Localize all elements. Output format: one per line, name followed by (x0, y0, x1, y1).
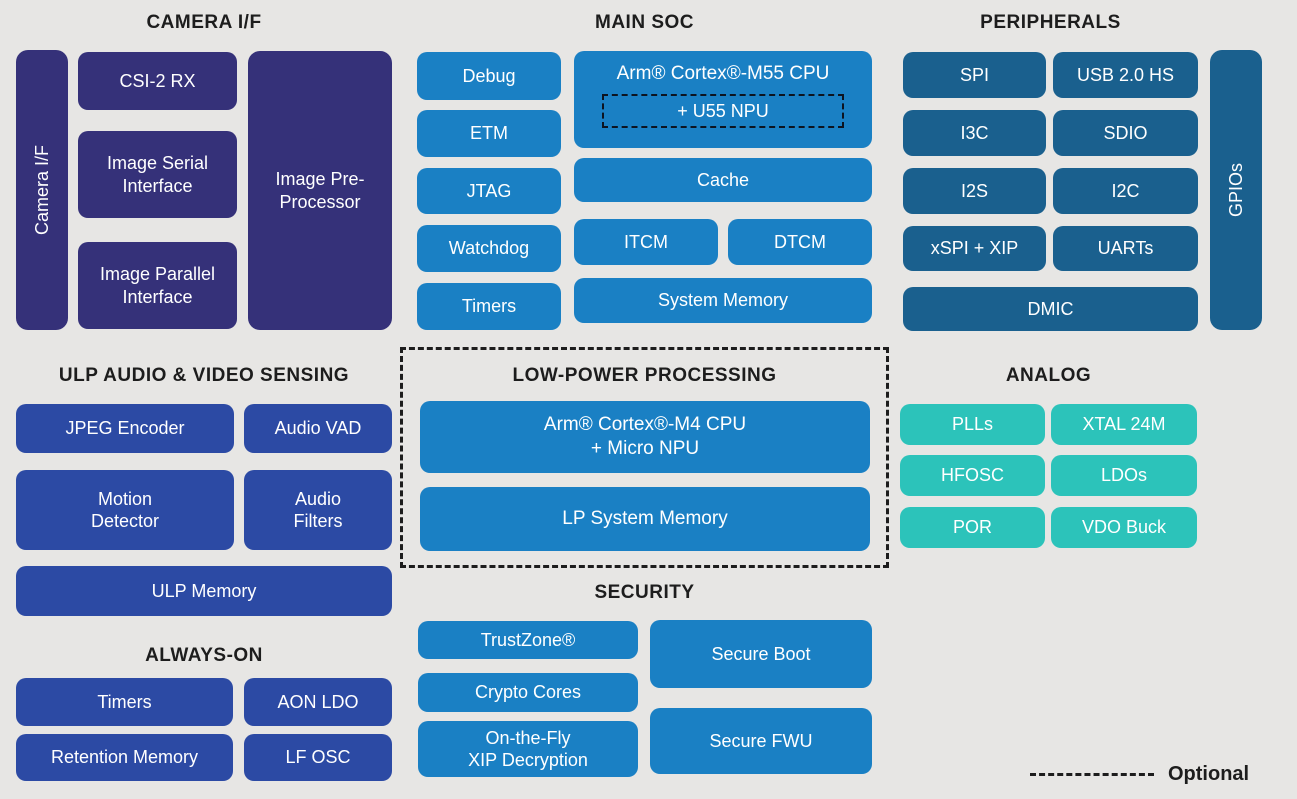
u55-npu-label: + U55 NPU (677, 100, 769, 121)
gpios-side-label: GPIOs (1225, 162, 1246, 217)
block-aon-ldo: AON LDO (244, 678, 392, 726)
block-itcm: ITCM (574, 219, 718, 265)
block-i3c: I3C (903, 110, 1046, 156)
gpios-side-bar: GPIOs (1210, 50, 1262, 330)
audio-filters-line2: Filters (293, 511, 343, 531)
block-xspi-xip: xSPI + XIP (903, 226, 1046, 271)
security-section-title: SECURITY (594, 582, 695, 603)
block-plls: PLLs (900, 404, 1045, 445)
block-cortex-m4-cpu: Arm® Cortex®-M4 CPU + Micro NPU (420, 401, 870, 473)
block-image-pre-processor: Image Pre-Processor (248, 51, 392, 330)
otf-xip-line2: XIP Decryption (468, 750, 588, 770)
block-cache: Cache (574, 158, 872, 202)
otf-xip-line1: On-the-Fly (485, 727, 571, 748)
optional-dash-line-icon (1030, 773, 1154, 776)
camera-if-side-bar: Camera I/F (16, 50, 68, 330)
block-lp-system-memory: LP System Memory (420, 487, 870, 551)
block-jtag: JTAG (417, 168, 561, 214)
block-timers-soc: Timers (417, 283, 561, 330)
block-secure-boot: Secure Boot (650, 620, 872, 688)
block-csi2-rx: CSI-2 RX (78, 52, 237, 110)
block-sdio: SDIO (1053, 110, 1198, 156)
block-otf-xip-decryption: On-the-Fly XIP Decryption (418, 721, 638, 777)
block-motion-detector: Motion Detector (16, 470, 234, 550)
block-image-serial-interface: Image Serial Interface (78, 131, 237, 218)
block-uarts: UARTs (1053, 226, 1198, 271)
cortex-m4-line2: + Micro NPU (590, 438, 700, 459)
cortex-m4-line1: Arm® Cortex®-M4 CPU (543, 414, 747, 436)
block-debug: Debug (417, 52, 561, 100)
block-secure-fwu: Secure FWU (650, 708, 872, 774)
block-ldos: LDOs (1051, 455, 1197, 496)
block-hfosc: HFOSC (900, 455, 1045, 496)
block-jpeg-encoder: JPEG Encoder (16, 404, 234, 453)
always-on-section-title: ALWAYS-ON (145, 645, 263, 666)
block-ulp-memory: ULP Memory (16, 566, 392, 616)
block-audio-filters: Audio Filters (244, 470, 392, 550)
low-power-optional-box (400, 347, 889, 568)
block-timers-aon: Timers (16, 678, 233, 726)
block-spi: SPI (903, 52, 1046, 98)
camera-if-side-label: Camera I/F (31, 144, 52, 236)
block-usb-2-0-hs: USB 2.0 HS (1053, 52, 1198, 98)
peripherals-section-title: PERIPHERALS (980, 12, 1121, 33)
ulp-section-title: ULP AUDIO & VIDEO SENSING (58, 365, 350, 386)
audio-filters-line1: Audio (294, 488, 342, 509)
low-power-section-title: LOW-POWER PROCESSING (512, 365, 777, 386)
block-audio-vad: Audio VAD (244, 404, 392, 453)
main-soc-section-title: MAIN SOC (595, 12, 694, 33)
motion-detector-line1: Motion (97, 488, 153, 509)
optional-legend: Optional (1030, 763, 1249, 786)
block-dtcm: DTCM (728, 219, 872, 265)
block-etm: ETM (417, 110, 561, 157)
block-retention-memory: Retention Memory (16, 734, 233, 781)
block-crypto-cores: Crypto Cores (418, 673, 638, 712)
block-image-parallel-interface: Image Parallel Interface (78, 242, 237, 329)
block-watchdog: Watchdog (417, 225, 561, 272)
analog-section-title: ANALOG (1005, 365, 1092, 386)
cortex-m55-label: Arm® Cortex®-M55 CPU (616, 63, 830, 84)
block-system-memory: System Memory (574, 278, 872, 323)
block-dmic: DMIC (903, 287, 1198, 331)
block-xtal-24m: XTAL 24M (1051, 404, 1197, 445)
block-por: POR (900, 507, 1045, 548)
block-vdo-buck: VDO Buck (1051, 507, 1197, 548)
camera-section-title: CAMERA I/F (146, 12, 262, 33)
motion-detector-line2: Detector (90, 511, 160, 531)
block-i2s: I2S (903, 168, 1046, 214)
block-trustzone: TrustZone® (418, 621, 638, 659)
block-i2c: I2C (1053, 168, 1198, 214)
block-cortex-m55-cpu: Arm® Cortex®-M55 CPU + U55 NPU (574, 51, 872, 148)
block-lf-osc: LF OSC (244, 734, 392, 781)
u55-npu-optional-box: + U55 NPU (602, 93, 844, 128)
optional-legend-label: Optional (1168, 763, 1250, 785)
